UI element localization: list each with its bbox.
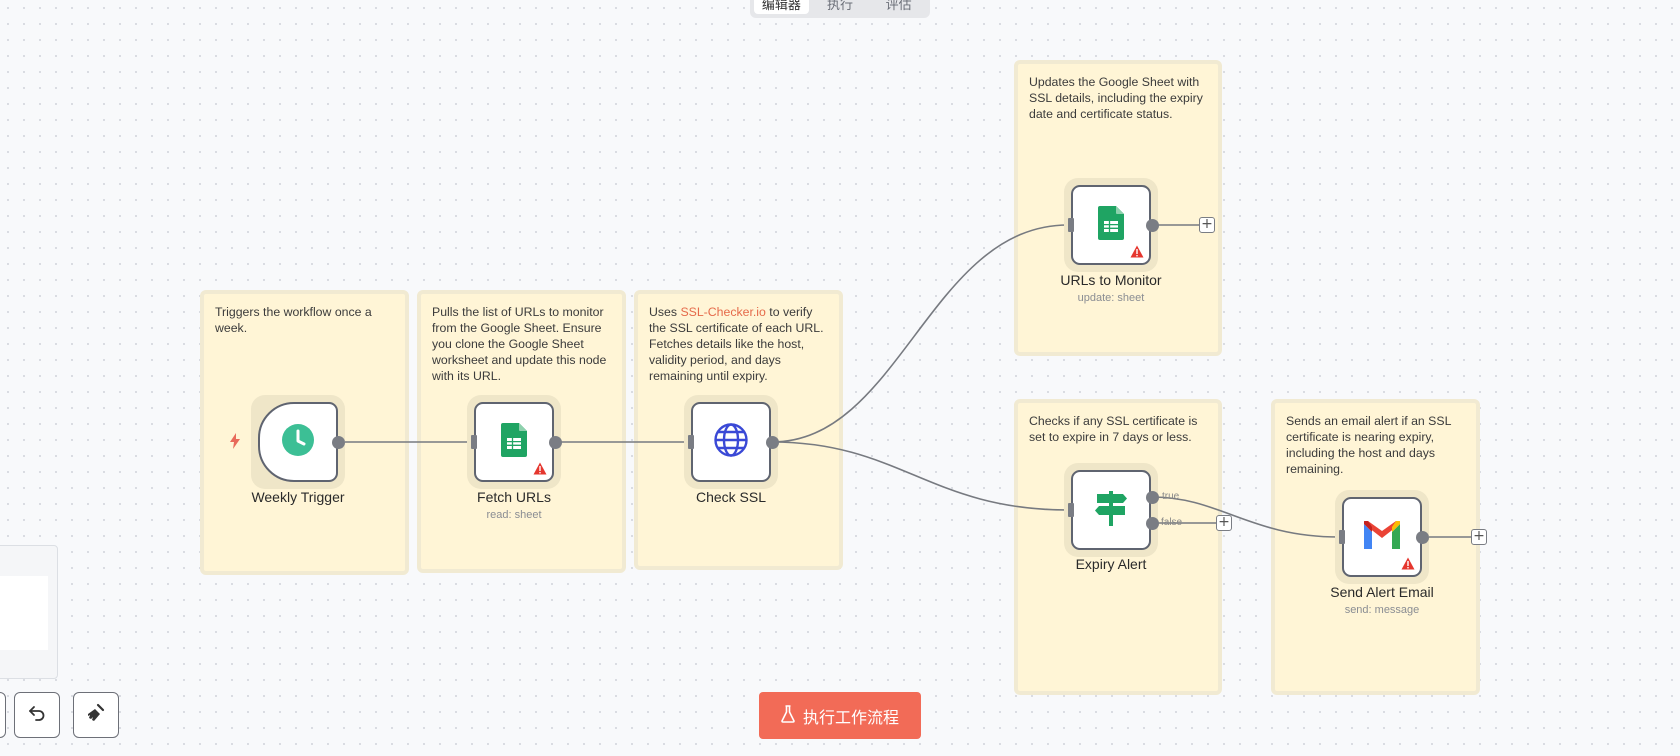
google-sheets-icon: [501, 422, 527, 462]
tab-executions[interactable]: 执行: [827, 0, 854, 12]
add-node-button[interactable]: +: [1471, 529, 1487, 545]
input-port[interactable]: [471, 435, 477, 449]
add-node-button[interactable]: +: [1216, 515, 1232, 531]
execute-label: 执行工作流程: [802, 707, 899, 727]
node-expiry-alert[interactable]: [1071, 470, 1151, 550]
output-port[interactable]: [1416, 531, 1429, 544]
node-title: Fetch URLs: [477, 489, 551, 505]
flask-icon: [781, 704, 795, 727]
node-subtitle: read: sheet: [486, 509, 542, 521]
warning-icon[interactable]: [1401, 557, 1415, 570]
output-port[interactable]: [766, 436, 779, 449]
output-port-false[interactable]: [1146, 517, 1159, 530]
node-subtitle: update: sheet: [1077, 292, 1145, 304]
view-tabs: 编辑器 执行 评估: [750, 0, 930, 18]
gmail-icon: [1364, 519, 1400, 554]
input-port[interactable]: [1339, 530, 1345, 544]
output-port[interactable]: [1146, 219, 1159, 232]
node-title: Check SSL: [695, 489, 767, 505]
node-weekly-trigger[interactable]: [258, 402, 338, 482]
warning-icon[interactable]: [533, 462, 547, 475]
output-port[interactable]: [332, 436, 345, 449]
branch-label-true: true: [1162, 491, 1180, 502]
input-port[interactable]: [688, 435, 694, 449]
output-port[interactable]: [549, 436, 562, 449]
note-text: Uses: [649, 305, 681, 319]
note-text: Triggers the workflow once a week.: [215, 305, 372, 335]
warning-icon[interactable]: [1130, 245, 1144, 258]
trigger-bolt-icon: [229, 433, 241, 454]
partial-control-button[interactable]: [0, 692, 6, 738]
globe-icon: [713, 422, 749, 463]
node-title: URLs to Monitor: [1060, 272, 1162, 288]
note-text: to verify the SSL certificate of each UR…: [649, 305, 824, 383]
note-text: Checks if any SSL certificate is set to …: [1029, 414, 1198, 444]
node-title: Expiry Alert: [1075, 556, 1147, 572]
edge-check-to-expiry: [771, 441, 1069, 511]
execute-workflow-button[interactable]: 执行工作流程: [759, 692, 921, 739]
add-node-button[interactable]: +: [1199, 217, 1215, 233]
node-fetch-urls[interactable]: [474, 402, 554, 482]
ssl-checker-link[interactable]: SSL-Checker.io: [680, 305, 766, 319]
node-check-ssl[interactable]: [691, 402, 771, 482]
signpost-icon: [1094, 490, 1128, 531]
node-urls-to-monitor[interactable]: [1071, 185, 1151, 265]
tidy-up-button[interactable]: [73, 692, 119, 738]
note-text: Sends an email alert if an SSL certifica…: [1286, 414, 1451, 476]
input-port[interactable]: [1068, 503, 1074, 517]
node-send-alert-email[interactable]: [1342, 497, 1422, 577]
clock-icon: [281, 423, 315, 462]
branch-label-false: false: [1161, 517, 1183, 528]
broom-icon: [86, 703, 106, 728]
node-title: Weekly Trigger: [251, 489, 345, 505]
input-port[interactable]: [1068, 218, 1074, 232]
edge-true-to-email: [1151, 496, 1340, 538]
node-title: Send Alert Email: [1330, 584, 1434, 600]
google-sheets-icon: [1098, 205, 1124, 245]
output-port-true[interactable]: [1146, 491, 1159, 504]
node-subtitle: send: message: [1344, 604, 1420, 616]
note-text: Updates the Google Sheet with SSL detail…: [1029, 75, 1203, 121]
undo-icon: [28, 704, 46, 727]
note-text: Pulls the list of URLs to monitor from t…: [432, 305, 607, 383]
edge-check-to-update: [771, 224, 1069, 443]
side-panel: [0, 545, 58, 679]
tab-evaluations[interactable]: 评估: [885, 0, 912, 12]
undo-button[interactable]: [14, 692, 60, 738]
tab-editor[interactable]: 编辑器: [754, 0, 809, 14]
